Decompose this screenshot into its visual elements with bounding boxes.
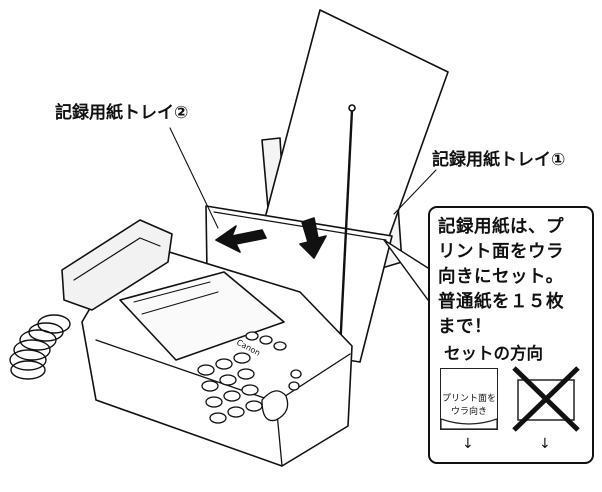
- direction-title: セットの方向: [444, 344, 543, 363]
- document-cover: [119, 271, 285, 361]
- page-curl-icon: [441, 418, 497, 429]
- note-line: 記録用紙は、プ: [438, 217, 564, 237]
- correct-orientation-card: プリント面を ウラ向き: [440, 368, 498, 430]
- note-line: リント面をウラ: [438, 242, 564, 262]
- tray1-label: 記録用紙トレイ①: [432, 150, 566, 170]
- down-arrow-icon: ↓: [539, 436, 551, 452]
- callout-pointer: [383, 239, 429, 301]
- tray2-label: 記録用紙トレイ②: [55, 103, 189, 123]
- x-mark-icon: [512, 366, 580, 432]
- tray2-leader: [169, 127, 219, 229]
- antenna: [338, 108, 354, 352]
- tray1-leader: [393, 169, 437, 215]
- down-arrow-icon: ↓: [462, 436, 474, 452]
- keypad: [197, 331, 302, 424]
- left-insert-arrow: [215, 225, 267, 253]
- down-insert-arrow: [299, 217, 327, 259]
- note-line: まで！: [438, 317, 492, 337]
- instruction-callout: 記録用紙は、プ リント面をウラ 向きにセット。 普通紙を１５枚 まで！ セットの…: [428, 206, 594, 464]
- note-line: 向きにセット。: [438, 267, 564, 287]
- correct-card-line2: ウラ向き: [450, 407, 487, 417]
- correct-card-line1: プリント面を: [441, 394, 496, 404]
- coiled-cord: [9, 314, 71, 380]
- handset: [61, 219, 173, 311]
- note-line: 普通紙を１５枚: [438, 292, 564, 312]
